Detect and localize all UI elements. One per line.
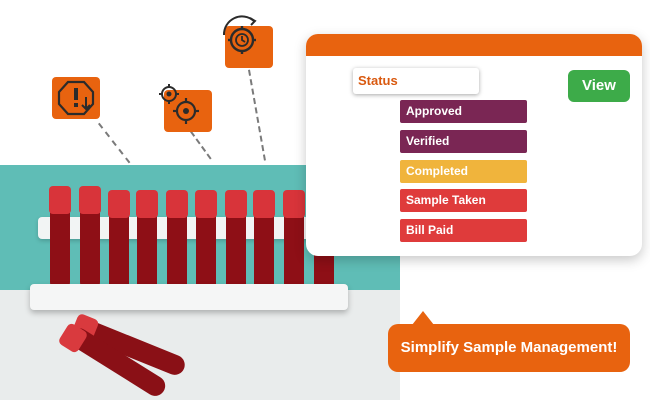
status-dropdown[interactable]: Status: [353, 68, 479, 94]
tube-rack-base: [30, 284, 348, 310]
status-panel-header: [306, 34, 642, 56]
status-completed[interactable]: Completed: [400, 160, 527, 183]
tube-cap: [166, 190, 188, 218]
tube-cap: [49, 186, 71, 214]
clock-gear-icon: [222, 15, 273, 68]
blood-tube: [196, 214, 216, 296]
dashed-connector: [98, 122, 131, 164]
dashed-connector: [248, 69, 266, 161]
callout-pointer: [412, 311, 434, 325]
simplify-callout: Simplify Sample Management!: [388, 324, 630, 372]
status-sample-taken[interactable]: Sample Taken: [400, 189, 527, 212]
blood-tube: [109, 214, 129, 294]
tube-cap: [283, 190, 305, 218]
gears-icon: [159, 84, 212, 132]
blood-tube: [50, 212, 70, 292]
blood-tube: [284, 214, 304, 296]
tube-cap: [136, 190, 158, 218]
alert-download-icon: [52, 77, 100, 119]
tube-cap: [79, 186, 101, 214]
view-button[interactable]: View: [568, 70, 630, 102]
status-verified[interactable]: Verified: [400, 130, 527, 153]
tube-cap: [108, 190, 130, 218]
status-panel: Status View Approved Verified Completed …: [306, 34, 642, 256]
status-approved[interactable]: Approved: [400, 100, 527, 123]
dashed-connector: [190, 130, 212, 160]
status-bill-paid[interactable]: Bill Paid: [400, 219, 527, 242]
blood-tube: [254, 214, 274, 296]
blood-tube: [226, 214, 246, 296]
tube-cap: [225, 190, 247, 218]
callout-text: Simplify Sample Management!: [400, 339, 618, 356]
blood-tube: [167, 214, 187, 296]
blood-tube: [137, 214, 157, 296]
blood-tube: [80, 212, 100, 292]
tube-cap: [253, 190, 275, 218]
tube-cap: [195, 190, 217, 218]
